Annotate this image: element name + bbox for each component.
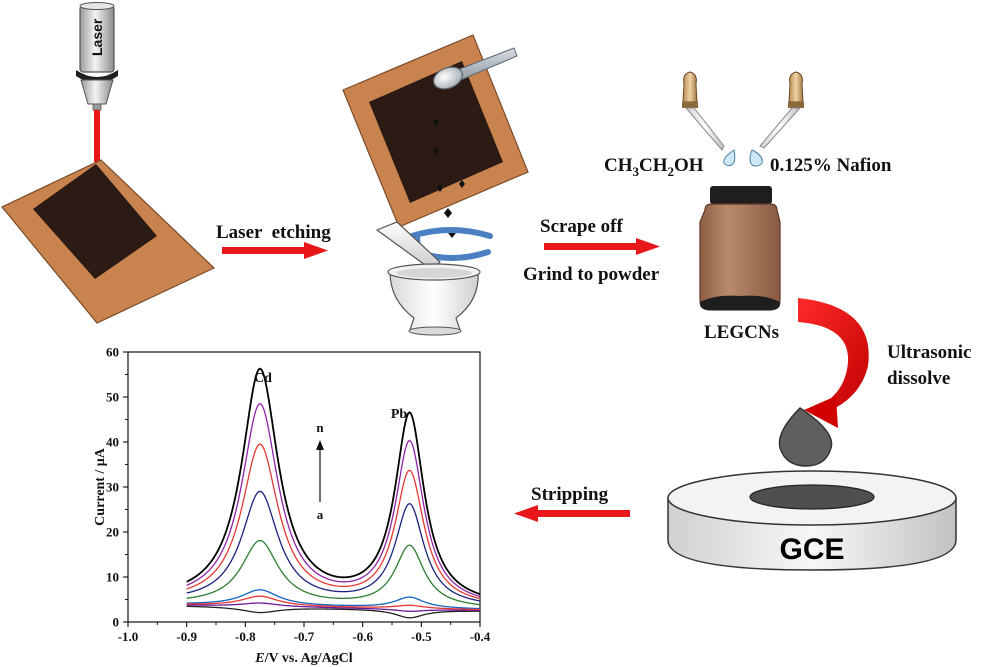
x-tick-label: -0.9 — [176, 629, 197, 644]
stripping-arrow — [514, 505, 630, 522]
laser-etching-label: Laser etching — [216, 222, 331, 243]
y-tick-label: 40 — [106, 435, 119, 450]
series-line — [186, 367, 481, 595]
x-tick-label: -0.6 — [352, 629, 373, 644]
scrape-off-label: Scrape off — [540, 216, 624, 237]
laser-device: Laser — [76, 2, 118, 111]
series-line — [186, 602, 481, 612]
y-tick-label: 60 — [106, 345, 119, 360]
plot-frame — [127, 351, 481, 623]
x-tick-label: -1.0 — [118, 629, 139, 644]
series-line — [186, 443, 481, 600]
series-line — [186, 402, 481, 598]
stripping-label: Stripping — [531, 484, 609, 505]
x-tick-label: -0.5 — [411, 629, 432, 644]
laser-etching-arrow — [222, 242, 328, 259]
ultrasonic-line2: dissolve — [887, 368, 950, 389]
ultrasonic-line1: Ultrasonic — [887, 342, 971, 363]
x-tick-label: -0.4 — [470, 629, 491, 644]
series-line — [186, 490, 481, 602]
peak-label-pb: Pb — [391, 407, 408, 422]
x-axis-ticks: -1.0 -0.9 -0.8 -0.7 -0.6 -0.5 -0.4 — [118, 622, 491, 644]
laser-beam — [94, 110, 100, 162]
annotation-top: n — [316, 420, 324, 435]
series-line — [186, 605, 480, 619]
ink-droplet-icon — [778, 407, 833, 467]
grind-label: Grind to powder — [523, 264, 660, 285]
y-tick-label: 20 — [106, 525, 119, 540]
y-axis-ticks: 0 10 20 30 40 50 60 — [106, 345, 128, 630]
ethanol-formula: CH3CH2OH — [604, 155, 704, 179]
curves — [186, 367, 481, 619]
y-tick-label: 30 — [106, 480, 119, 495]
y-tick-label: 50 — [106, 390, 119, 405]
series-line — [186, 539, 481, 606]
ultrasonic-curved-arrow — [798, 298, 869, 428]
x-tick-label: -0.7 — [294, 629, 315, 644]
bottle-label: LEGCNs — [704, 322, 779, 343]
scrape-arrow — [544, 238, 660, 255]
nafion-label: 0.125% Nafion — [770, 155, 892, 176]
etched-sheet — [342, 34, 529, 228]
series-line — [186, 589, 481, 610]
laser-label: Laser — [89, 18, 105, 56]
legcns-bottle-icon — [699, 186, 781, 311]
spoon-icon — [432, 47, 518, 90]
gce-electrode-icon — [667, 470, 957, 571]
concentration-arrow — [316, 440, 324, 502]
y-axis-label: Current / μA — [93, 447, 108, 526]
x-tick-label: -0.8 — [235, 629, 256, 644]
dropper-right-icon — [749, 71, 804, 167]
copper-substrate — [1, 159, 216, 324]
y-tick-label: 0 — [113, 615, 120, 630]
peak-label-cd: Cd — [254, 371, 272, 386]
x-axis-label: E/V vs. Ag/AgCl — [254, 651, 352, 666]
gce-label: GCE — [779, 533, 844, 566]
annotation-bottom: a — [317, 507, 324, 522]
series-line — [186, 595, 481, 611]
mortar-and-pestle-icon — [375, 221, 481, 336]
dropper-left-icon — [682, 71, 736, 167]
voltammogram-chart: -1.0 -0.9 -0.8 -0.7 -0.6 -0.5 -0.4 0 10 20 30 40 50… — [93, 345, 491, 667]
y-tick-label: 10 — [106, 570, 119, 585]
